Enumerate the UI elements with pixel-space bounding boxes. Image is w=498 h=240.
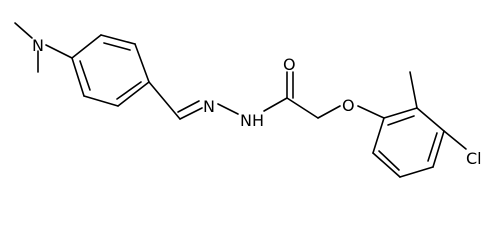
ring2-bond-1 [383, 107, 418, 119]
bond-n-ring [45, 44, 73, 59]
bond-ch-n-b [177, 100, 200, 113]
ring1-bond-3 [134, 43, 150, 83]
atom-o-carbonyl: O [283, 55, 296, 74]
ring2-bond-6 [372, 117, 385, 154]
atom-cl: Cl [466, 149, 482, 168]
atom-n-amide: N [240, 111, 252, 130]
molecule-diagram: N N N H O O Cl [14, 22, 482, 178]
ring1-double-1 [103, 42, 131, 51]
ring2-bond-4 [399, 166, 434, 178]
bond-ring-cl [443, 130, 467, 150]
atom-o-ether: O [342, 96, 355, 115]
ring1-double-2 [116, 81, 142, 100]
ring2-double-1 [387, 115, 415, 126]
ring1-bond-6 [71, 57, 85, 97]
ring2-double-2 [427, 132, 438, 162]
bond-o-ring [357, 105, 385, 119]
ring2-double-3 [378, 150, 400, 171]
bond-c-ch2 [286, 97, 319, 119]
atom-h-amide: H [252, 111, 264, 130]
bond-n-n [217, 103, 239, 115]
bond-ch-n-a [179, 107, 203, 120]
bond-ring-methyl [409, 71, 418, 109]
structure-drawing: N N N H O O Cl [14, 22, 482, 178]
bond-ring-ch [148, 81, 181, 120]
ring1-bond-2 [100, 34, 136, 45]
ring2-bond-2 [416, 107, 445, 132]
bond-methyl1-n [14, 22, 33, 39]
ring1-double-3 [79, 60, 91, 91]
ring1-bond-4 [117, 81, 150, 107]
ring1-bond-5 [83, 95, 119, 107]
bond-nh-c [263, 97, 288, 112]
ring2-bond-3 [432, 130, 445, 168]
ring2-bond-5 [372, 152, 401, 178]
atom-n-amine: N [32, 36, 44, 55]
atom-n-imine: N [203, 97, 215, 116]
bond-ch2-o [317, 105, 341, 119]
ring1-bond-1 [71, 34, 102, 59]
